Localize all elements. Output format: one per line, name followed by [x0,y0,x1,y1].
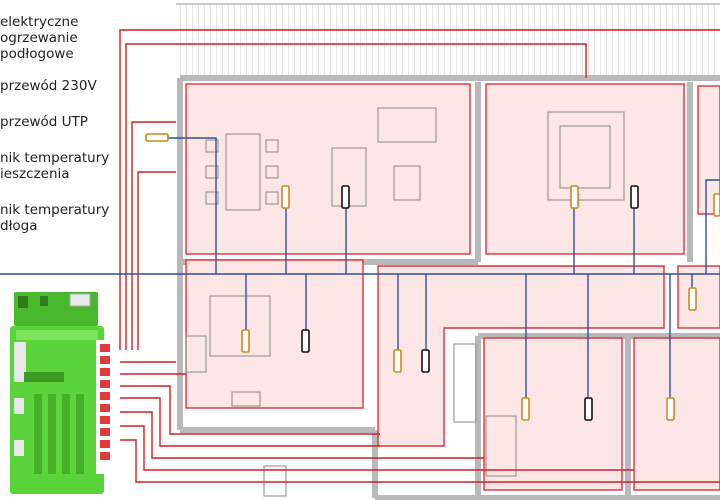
controller [10,292,112,494]
desk [485,415,517,477]
terminal-block [100,380,110,388]
bed [547,111,625,201]
room-sensor [281,185,290,209]
power-cable [120,397,380,447]
power-cable [120,425,634,471]
room-sensors [241,185,720,421]
sink [231,391,261,407]
controller-ribs [34,394,84,474]
power-cable [120,411,484,459]
room-sensor [570,185,579,209]
terminal-block [100,404,110,412]
terminal-block [100,368,110,376]
controller-connector [69,293,91,307]
room-sensor [688,287,697,311]
controller-rib [48,394,56,474]
chair [265,165,279,179]
chair [205,165,219,179]
power-cables [119,29,720,483]
dining-table [225,133,261,211]
controller-top-strip [16,330,98,340]
floor-sensor [301,329,310,353]
coffee-table [393,165,421,201]
floor-sensor [421,349,430,373]
terminal-block [100,452,110,460]
terminal-block [100,356,110,364]
terminal-blocks [100,344,110,460]
legend: elektryczne ogrzewanie podłogowe przewód… [0,0,150,240]
utp-cable [156,137,217,274]
heating-zone-room-a [483,337,623,491]
utp-cables [0,137,720,406]
heating-zone-east [697,85,720,215]
legend-room-sensor-sample [145,133,169,142]
heating-zone-living [185,83,471,255]
heating-zones [185,83,720,491]
kitchen-island [209,295,271,357]
room-sensor [666,397,675,421]
legend-floor-sensor: nik temperatury dłoga [0,202,110,234]
bed-mattress [559,125,611,189]
power-cable [125,43,587,350]
controller-terminal [14,342,26,382]
chair [265,139,279,153]
terminal-block [100,344,110,352]
controller-rib [76,394,84,474]
heating-zone-bedroom [485,83,685,255]
heating-zone-kitchen [185,259,364,409]
stairs [263,465,287,497]
floor-sensors [301,185,639,421]
controller-rib [62,394,70,474]
terminal-block [100,428,110,436]
controller-port [18,296,28,308]
stove [185,335,207,373]
controller-label [24,372,64,382]
controller-port [40,296,48,306]
heating-zone-bath [677,265,720,329]
room-sensor [713,193,720,217]
utp-cable [705,179,720,274]
wardrobe [453,343,477,423]
room-sensor [521,397,530,421]
terminal-block [100,392,110,400]
controller-terminal [14,398,24,414]
power-cable [137,171,176,350]
floor-sensor [341,185,350,209]
terminal-block [100,416,110,424]
legend-power-cable: przewód 230V [0,78,97,94]
legend-room-sensor: nik temperatury ieszczenia [0,150,110,182]
room-sensor [393,349,402,373]
room-sensor [241,329,250,353]
terrace [176,4,720,76]
sofa [377,107,437,143]
furniture [185,107,625,497]
legend-utp-cable: przewód UTP [0,114,88,130]
chair [205,191,219,205]
chair [265,191,279,205]
terminal-block [100,440,110,448]
floor-sensor [630,185,639,209]
floor-sensor [584,397,593,421]
power-cable [120,385,380,435]
chair [205,139,219,153]
power-cable [119,29,720,350]
controller-rib [34,394,42,474]
controller-terminal [14,440,24,456]
heating-zone-room-b [633,337,720,491]
power-cable [120,439,720,483]
legend-heating: elektryczne ogrzewanie podłogowe [0,14,79,62]
